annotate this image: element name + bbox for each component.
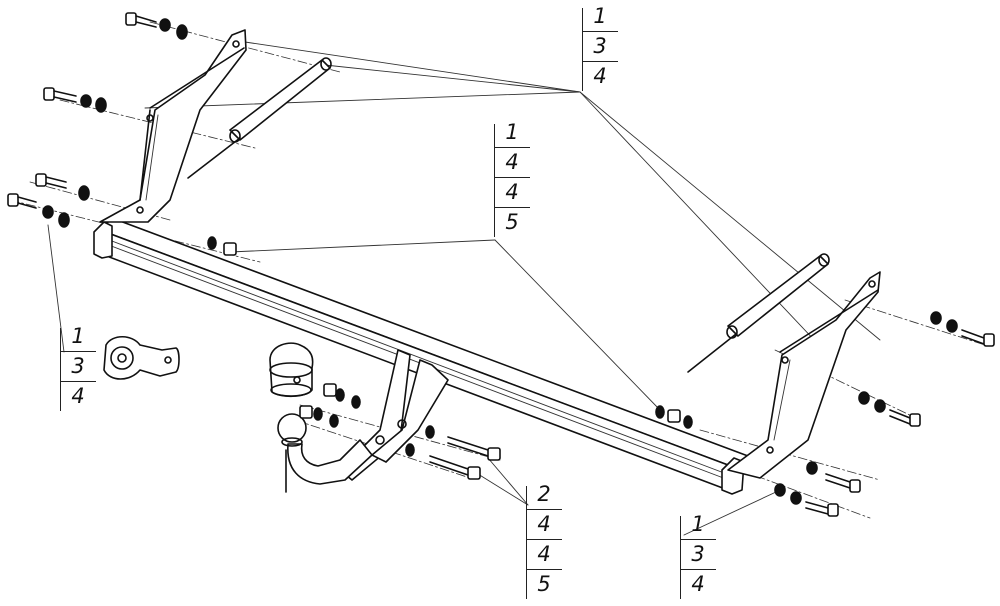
callout-item: 4 <box>494 147 530 177</box>
callout-item: 4 <box>526 509 562 539</box>
cross-beam <box>93 217 749 495</box>
callout-item: 3 <box>60 351 96 381</box>
callout-item: 2 <box>537 482 551 506</box>
ball-cap <box>269 342 314 398</box>
left-clamp-plate <box>187 57 332 179</box>
socket-bracket <box>103 335 180 380</box>
right-clamp-plate <box>687 253 830 373</box>
callout-top-right: 1 3 4 <box>582 2 618 91</box>
callout-item: 1 <box>593 4 607 28</box>
bolts-and-washers <box>7 12 995 517</box>
callout-item: 4 <box>526 539 562 569</box>
callout-item: 5 <box>494 207 530 237</box>
callout-item: 3 <box>680 539 716 569</box>
callout-item: 4 <box>60 381 96 411</box>
callout-item: 4 <box>494 177 530 207</box>
leader-lines <box>47 41 881 536</box>
hitch-mount-plates <box>339 349 449 481</box>
callout-item: 4 <box>680 569 716 599</box>
callout-left: 1 3 4 <box>60 322 96 411</box>
left-side-bracket <box>99 29 247 223</box>
callout-item: 1 <box>505 120 519 144</box>
right-side-bracket <box>727 271 881 479</box>
callout-item: 1 <box>691 512 705 536</box>
callout-item: 3 <box>582 31 618 61</box>
callout-item: 1 <box>71 324 85 348</box>
callout-middle: 1 4 4 5 <box>494 118 530 237</box>
callout-item: 4 <box>582 61 618 91</box>
callout-item: 5 <box>526 569 562 599</box>
callout-bottom-right: 1 3 4 <box>680 510 716 599</box>
callout-bottom-center: 2 4 4 5 <box>526 480 562 599</box>
tow-ball-arm <box>277 413 373 493</box>
